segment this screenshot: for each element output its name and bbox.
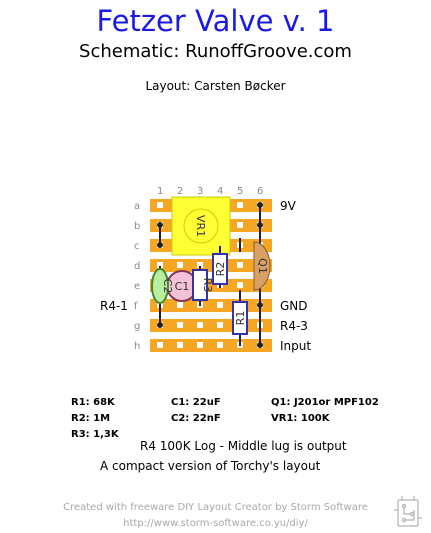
strip-hole xyxy=(157,342,163,348)
row-label: a xyxy=(134,201,141,212)
r2-label: R2 xyxy=(214,262,227,277)
strip-hole xyxy=(217,342,223,348)
row-label: e xyxy=(134,281,141,292)
q1-label: Q1 xyxy=(256,258,269,274)
row-label: f xyxy=(134,301,138,312)
wire-end xyxy=(157,242,163,248)
circuit-board-icon xyxy=(394,496,422,527)
page-title: Fetzer Valve v. 1 xyxy=(96,4,335,38)
strip-hole xyxy=(157,262,163,268)
c1-label: C1 xyxy=(175,280,190,293)
strip-f xyxy=(150,299,272,312)
side-label-9v: 9V xyxy=(280,199,296,213)
row-label: b xyxy=(134,221,141,232)
strip-hole xyxy=(217,302,223,308)
wire-end xyxy=(257,342,263,348)
wire-end xyxy=(257,302,263,308)
column-label: 2 xyxy=(177,186,184,197)
vr1-trimmer: VR1 xyxy=(171,196,231,256)
q1-transistor: Q1 xyxy=(253,241,271,291)
strip-hole xyxy=(157,202,163,208)
column-label: 1 xyxy=(157,186,164,197)
part-r1: R1: 68K xyxy=(71,397,115,408)
strip-h xyxy=(150,339,272,352)
part-r3: R3: 1,3K xyxy=(71,429,119,440)
note-compact: A compact version of Torchy's layout xyxy=(100,459,321,473)
part-vr1: VR1: 100K xyxy=(271,413,330,424)
column-label: 6 xyxy=(257,186,264,197)
note-r4: R4 100K Log - Middle lug is output xyxy=(140,439,347,453)
column-label: 4 xyxy=(217,186,224,197)
side-label-gnd: GND xyxy=(280,299,308,313)
layout-credit: Layout: Carsten Bøcker xyxy=(145,79,286,93)
column-label: 5 xyxy=(237,186,244,197)
part-r2: R2: 1M xyxy=(71,413,111,424)
strip-hole xyxy=(197,322,203,328)
strip-hole xyxy=(177,342,183,348)
column-label: 3 xyxy=(197,186,204,197)
r1-label: R1 xyxy=(234,311,247,326)
c2-label: C2 xyxy=(161,279,174,294)
vr1-label: VR1 xyxy=(194,215,207,237)
wire-end xyxy=(157,322,163,328)
strip-hole xyxy=(237,282,243,288)
strip-hole xyxy=(197,262,203,268)
side-label-r4-1: R4-1 xyxy=(100,299,128,313)
strip-hole xyxy=(177,322,183,328)
row-label: d xyxy=(134,261,141,272)
strip-hole xyxy=(237,202,243,208)
part-q1: Q1: J201or MPF102 xyxy=(271,397,379,408)
r3-label: R3 xyxy=(201,278,214,293)
c2-capacitor: C2 xyxy=(151,266,174,306)
r2-resistor: R2 xyxy=(212,246,228,288)
strip-hole xyxy=(177,262,183,268)
side-label-r4-3: R4-3 xyxy=(280,319,308,333)
wire-end xyxy=(157,222,163,228)
side-label-input: Input xyxy=(280,339,312,353)
part-c1: C1: 22uF xyxy=(171,397,221,408)
schematic-credit: Schematic: RunoffGroove.com xyxy=(79,41,352,62)
wire-end xyxy=(257,202,263,208)
row-label: h xyxy=(134,341,141,352)
row-label: c xyxy=(134,241,140,252)
part-c2: C2: 22nF xyxy=(171,413,221,424)
footer-created: Created with freeware DIY Layout Creator… xyxy=(63,502,368,513)
strip-hole xyxy=(177,302,183,308)
r3-resistor: R3 xyxy=(192,266,214,306)
row-label: g xyxy=(134,321,141,332)
wire-end xyxy=(257,222,263,228)
strip-hole xyxy=(237,262,243,268)
strip-hole xyxy=(197,342,203,348)
strip-g xyxy=(150,319,272,332)
r1-resistor: R1 xyxy=(232,290,248,346)
footer-url[interactable]: http://www.storm-software.co.yu/diy/ xyxy=(123,518,308,529)
strip-hole xyxy=(237,222,243,228)
strip-hole xyxy=(217,322,223,328)
